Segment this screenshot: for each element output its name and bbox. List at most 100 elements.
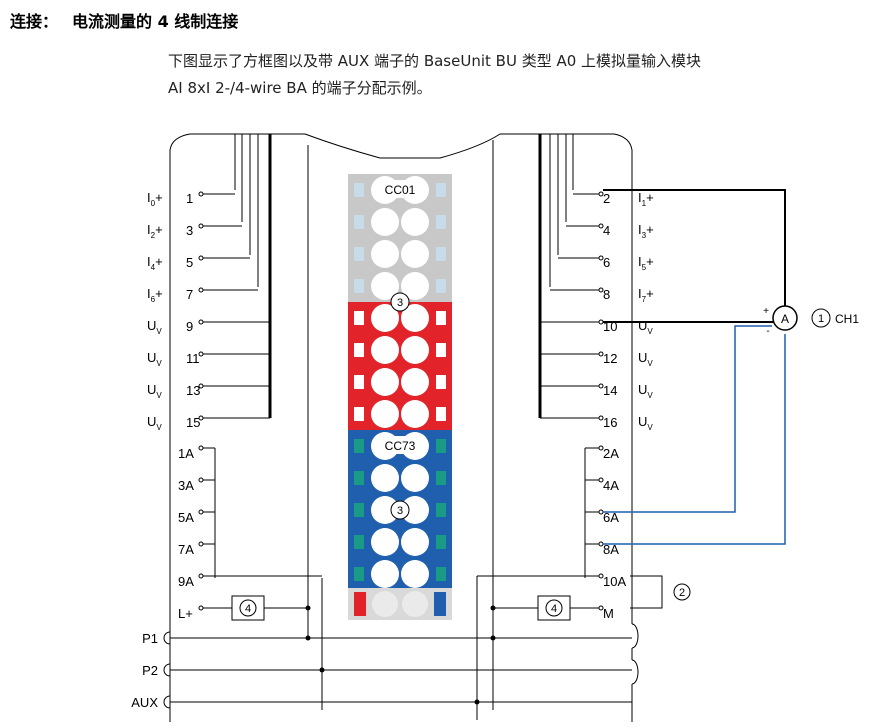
ammeter-plus: + [763,306,769,317]
aux-pin-6A: 6A [603,510,619,525]
terminal-slot [354,407,364,421]
terminal-point [198,605,204,611]
callout-3 [390,292,410,312]
bus-label-p1: P1 [142,631,158,646]
signal-label-9: UV [147,318,162,336]
terminal-hole [401,208,429,236]
terminal-slot [436,215,446,229]
terminal-hole [401,400,429,428]
terminal-point [598,509,604,515]
terminal-point [198,573,204,579]
terminal-hole [371,208,399,236]
pe-slot-red [354,592,366,616]
aux-pin-2A: 2A [603,446,619,461]
terminal-slot [354,215,364,229]
terminal-slot [354,503,364,517]
pin-number-7: 7 [186,287,193,302]
wire-8a [603,334,786,545]
callout-2 [673,583,691,601]
pin-number-2: 2 [603,191,610,206]
terminal-slot [436,279,446,293]
callout-4-right-text: 4 [551,603,557,615]
cc73-label-bg [378,436,422,454]
terminal-hole [401,528,429,556]
signal-label-7: I6+ [147,286,163,304]
signal-label-12: UV [638,350,653,368]
pin-number-11: 11 [186,351,200,366]
bus-connector [163,631,171,645]
aux-pin-3A: 3A [178,478,194,493]
pin-number-4: 4 [603,223,610,238]
callout-1 [811,308,831,328]
callout-4-left-text: 4 [245,603,251,615]
pin-number-15: 15 [186,415,200,430]
junction-dot [305,635,311,641]
terminal-slot [436,343,446,357]
junction-dot [490,635,496,641]
terminal-hole [401,560,429,588]
signal-label-16: UV [638,414,653,432]
terminal-slot [436,503,446,517]
jumper-10a-m [630,575,663,609]
terminal-slot [354,439,364,453]
pin-number-16: 16 [603,415,617,430]
terminal-point [198,191,204,197]
junction-dot [319,667,325,673]
junction-dot [474,699,480,705]
callout-4-left [239,599,257,617]
pin-number-5: 5 [186,255,193,270]
terminal-point [598,255,604,261]
terminal-hole [401,368,429,396]
terminal-slot [436,311,446,325]
channel-label: CH1 [835,312,859,326]
terminal-point [198,477,204,483]
terminal-slot [354,567,364,581]
terminal-slot [354,183,364,197]
signal-label-5: I4+ [147,254,163,272]
terminal-hole [371,464,399,492]
terminal-slot [436,183,446,197]
terminal-point [598,605,604,611]
module-housing [169,133,633,722]
pin-number-9: 9 [186,319,193,334]
terminal-point [198,319,204,325]
terminal-point [198,223,204,229]
aux-pin-7A: 7A [178,542,194,557]
terminal-slot [436,375,446,389]
pin-number-6: 6 [603,255,610,270]
signal-label-8: I7+ [638,286,654,304]
terminal-slot [354,471,364,485]
signal-label-10: UV [638,318,653,336]
pin-number-8: 8 [603,287,610,302]
callout-3-text: 3 [397,297,403,309]
terminal-hole [371,528,399,556]
junction-dot [490,605,496,611]
junction-dot [305,605,311,611]
aux-pin-10A: 10A [603,574,626,589]
terminal-point [598,573,604,579]
terminal-point [198,509,204,515]
terminal-slot [436,407,446,421]
internal-lines [214,134,586,710]
coding-label-cc73: CC73 [385,439,416,453]
terminal-point [198,255,204,261]
terminal-point [598,383,604,389]
terminal-point [598,445,604,451]
aux-pin-9A: 9A [178,574,194,589]
module-housing-notches [631,623,639,685]
description-line-1: 下图显示了方框图以及带 AUX 端子的 BaseUnit BU 类型 A0 上模… [168,52,702,70]
signal-label-13: UV [147,382,162,400]
signal-label-1: I0+ [147,190,163,208]
coding-label-cc01: CC01 [385,183,416,197]
terminal-point [598,191,604,197]
terminal-point [598,223,604,229]
terminal-point [198,351,204,357]
terminal-hole [401,304,429,332]
terminal-hole [401,272,429,300]
description-line-2: AI 8xI 2-/4-wire BA 的端子分配示例。 [168,79,432,97]
terminal-hole [371,368,399,396]
callout-4-right [545,599,563,617]
terminal-hole [402,591,428,617]
terminal-slot [436,471,446,485]
terminal-slot [354,343,364,357]
